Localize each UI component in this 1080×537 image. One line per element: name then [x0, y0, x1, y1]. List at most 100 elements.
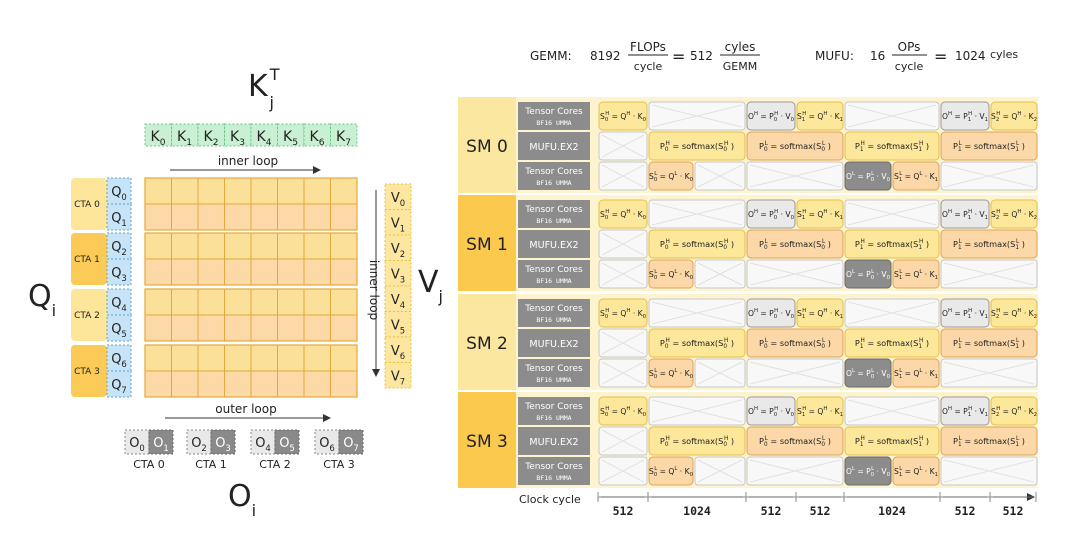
op-block — [940, 101, 990, 131]
op-formula: P0H = softmax(S0H ) — [660, 239, 734, 251]
clock-segment-label: 512 — [955, 504, 976, 518]
q-cell-label: Q0 — [111, 185, 127, 202]
q-cell-label: Q3 — [111, 266, 127, 283]
op-formula: P0H = softmax(S0H ) — [660, 338, 734, 350]
tensor-core-label: Tensor Cores — [524, 304, 583, 314]
mufu-equals: = — [934, 47, 947, 66]
mufu-label: MUFU.EX2 — [529, 437, 578, 448]
v-cell — [384, 285, 412, 312]
k-cell-label: K3 — [230, 129, 245, 148]
idle-slot-hatch — [697, 262, 743, 286]
op-formula: S0L = QL · K0 — [649, 269, 694, 281]
op-formula: S0H = QH · K0 — [600, 308, 647, 320]
k-cell-label: K0 — [151, 129, 166, 148]
tensor-core-unit — [518, 102, 590, 130]
v-cell-label: V0 — [391, 191, 405, 208]
op-formula: P1H = softmax(S1H ) — [855, 239, 929, 251]
op-block — [844, 259, 892, 289]
op-block — [844, 229, 940, 259]
op-block — [940, 396, 990, 426]
idle-slot-hatch — [601, 429, 645, 453]
op-block — [648, 161, 694, 191]
q-cell — [106, 370, 132, 398]
op-formula: S2H = QH · K2 — [991, 308, 1037, 320]
op-formula: OH = P1H · V1 — [942, 406, 988, 418]
k-cell — [330, 123, 358, 147]
mufu-cycles-value: 1024 — [955, 49, 986, 63]
tensor-core-label: Tensor Cores — [524, 364, 583, 374]
op-formula: S0H = QH · K0 — [600, 406, 647, 418]
q-cell — [106, 232, 132, 260]
v-cell — [384, 183, 412, 210]
op-formula: S2H = QH · K2 — [991, 209, 1037, 221]
tensor-core-unit — [518, 359, 590, 387]
gemm-label: GEMM: — [530, 49, 572, 63]
idle-slot-hatch — [943, 262, 1035, 286]
v-cell-label: V6 — [391, 344, 405, 361]
op-formula: P0L = softmax(S0L ) — [759, 338, 831, 350]
score-tile-border — [144, 344, 358, 398]
v-title: Vj — [418, 265, 443, 306]
idle-slot-hatch — [601, 164, 645, 188]
op-formula: S0L = QL · K0 — [649, 171, 694, 183]
gemm-flops-denominator: cycle — [634, 60, 663, 73]
op-block — [990, 101, 1038, 131]
q-cell-label: Q4 — [111, 296, 127, 313]
mufu-cycles-unit: cyles — [990, 48, 1018, 61]
tensor-core-sublabel: BF16 UMMA — [536, 217, 571, 225]
q-cell-label: Q2 — [111, 240, 127, 257]
q-cell — [106, 314, 132, 342]
op-block — [796, 199, 844, 229]
idle-slot-hatch — [651, 104, 743, 128]
op-block — [746, 298, 796, 328]
op-block — [892, 259, 940, 289]
op-block — [940, 328, 1038, 358]
op-block — [940, 131, 1038, 161]
idle-slot-hatch — [943, 361, 1035, 385]
op-formula: OH = P0H · V0 — [748, 209, 795, 221]
op-formula: OH = P1H · V1 — [942, 209, 988, 221]
gemm-cycles-denominator: GEMM — [723, 60, 757, 73]
op-block — [746, 426, 844, 456]
o-cell-label: O6 — [319, 436, 335, 453]
idle-slot-hatch — [697, 459, 743, 483]
sm-label: SM 3 — [466, 432, 508, 452]
sm-label-bg — [458, 392, 516, 488]
v-cell — [384, 362, 412, 389]
op-formula: S0H = QH · K0 — [600, 209, 647, 221]
k-cell-label: K2 — [204, 129, 219, 148]
o-cell-label: O4 — [255, 436, 271, 453]
idle-slot-hatch — [601, 331, 645, 355]
op-formula: P1H = softmax(S1H ) — [855, 141, 929, 153]
tensor-core-sublabel: BF16 UMMA — [536, 376, 571, 384]
op-formula: OL = P0L · V0 — [846, 368, 891, 380]
op-block — [940, 426, 1038, 456]
tensor-core-sublabel: BF16 UMMA — [536, 474, 571, 482]
idle-slot-hatch — [601, 134, 645, 158]
op-formula: OL = P0L · V0 — [846, 269, 891, 281]
op-block — [990, 199, 1038, 229]
tensor-core-label: Tensor Cores — [524, 402, 583, 412]
q-cell — [106, 288, 132, 316]
tensor-core-label: Tensor Cores — [524, 107, 583, 117]
cta-label-box — [71, 345, 107, 397]
clock-segment-label: 512 — [761, 504, 782, 518]
op-block — [648, 358, 694, 388]
op-formula: P1L = softmax(S1L ) — [953, 239, 1025, 251]
q-cell — [106, 203, 132, 231]
mufu-unit — [518, 329, 590, 357]
sm-label: SM 2 — [466, 334, 508, 354]
mufu-ops-numerator: OPs — [898, 40, 921, 54]
o-cta-label: CTA 2 — [259, 458, 291, 471]
op-block — [844, 131, 940, 161]
idle-slot-hatch — [749, 361, 841, 385]
op-formula: P0L = softmax(S0L ) — [759, 436, 831, 448]
cta-label-box — [71, 233, 107, 285]
gemm-flops-value: 8192 — [590, 49, 621, 63]
mufu-unit — [518, 132, 590, 160]
o-cell-label: O3 — [215, 436, 231, 453]
q-cell — [106, 258, 132, 286]
